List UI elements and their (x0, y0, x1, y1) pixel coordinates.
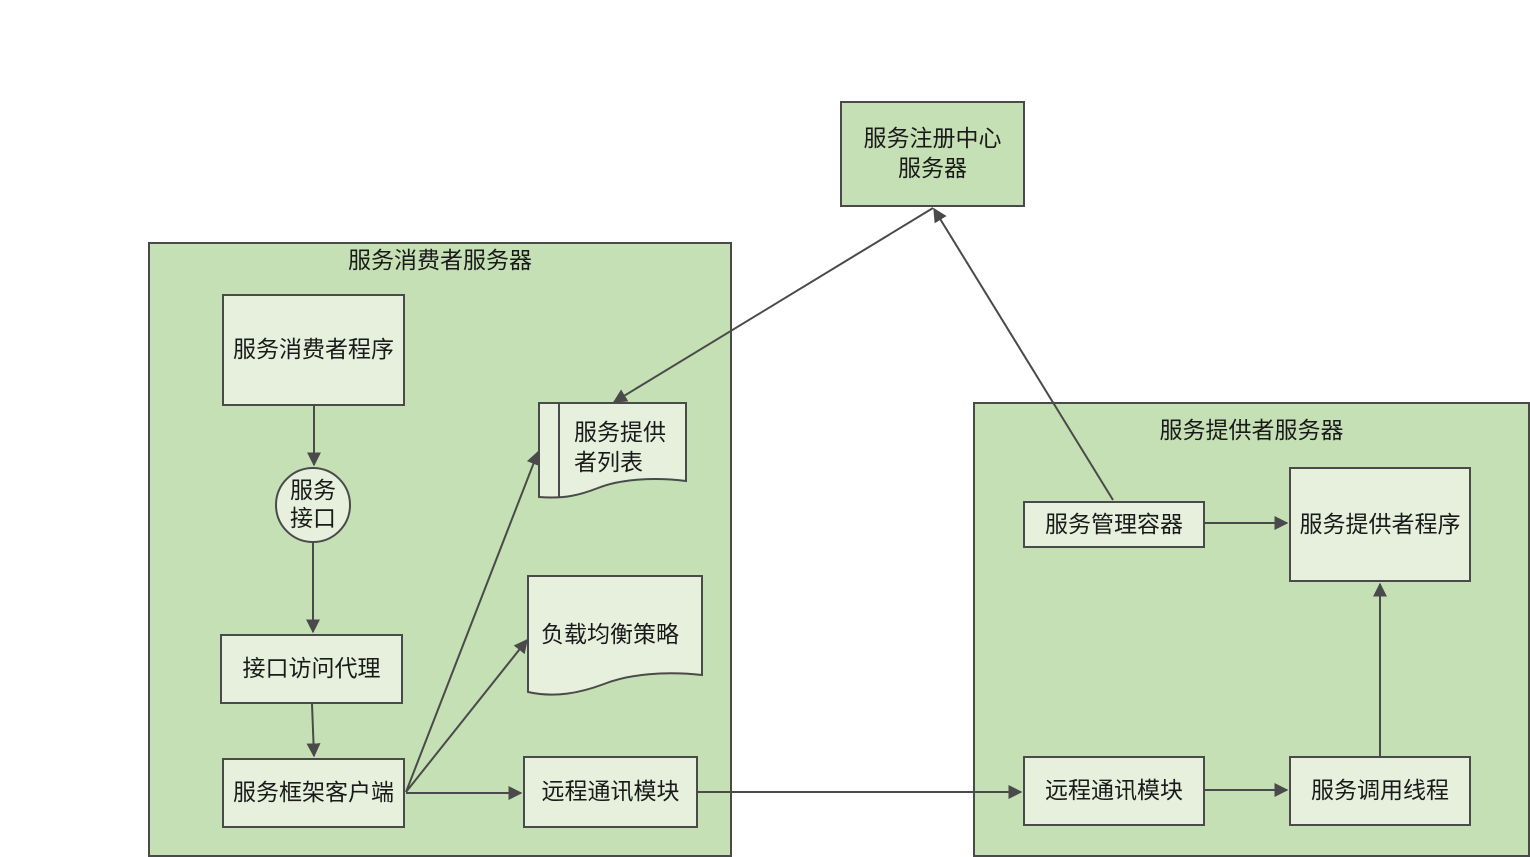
edge-client-to-provider-list (405, 450, 540, 793)
consumer-program-label: 服务消费者程序 (233, 337, 394, 363)
consumer-server-title: 服务消费者服务器 (348, 248, 532, 274)
management-container-node[interactable]: 服务管理容器 (1023, 501, 1205, 548)
service-interface-label: 服务 接口 (290, 478, 336, 532)
provider-server-title: 服务提供者服务器 (1159, 418, 1344, 444)
invoke-thread-label: 服务调用线程 (1311, 778, 1449, 804)
registry-server-label: 服务注册中心 服务器 (863, 126, 1002, 182)
provider-remote-comm-node[interactable]: 远程通讯模块 (1023, 756, 1205, 826)
edge-proxy-to-client (306, 703, 321, 758)
load-balance-shape[interactable] (527, 575, 703, 696)
invoke-thread-node[interactable]: 服务调用线程 (1289, 756, 1471, 826)
management-container-label: 服务管理容器 (1045, 511, 1183, 538)
interface-proxy-label: 接口访问代理 (242, 656, 381, 682)
provider-program-node[interactable]: 服务提供者程序 (1289, 467, 1471, 582)
load-balance-label: 负载均衡策略 (541, 622, 679, 648)
registry-server-node[interactable]: 服务注册中心 服务器 (840, 101, 1025, 207)
interface-proxy-node[interactable]: 接口访问代理 (220, 634, 403, 704)
edge-client-to-load-balance (405, 638, 528, 793)
consumer-remote-comm-node[interactable]: 远程通讯模块 (523, 756, 698, 828)
provider-remote-comm-label: 远程通讯模块 (1045, 778, 1183, 804)
framework-client-label: 服务框架客户端 (233, 780, 394, 806)
framework-client-node[interactable]: 服务框架客户端 (222, 758, 405, 828)
provider-program-label: 服务提供者程序 (1299, 511, 1461, 538)
provider-list-label: 服务提供 者列表 (574, 420, 666, 476)
consumer-program-node[interactable]: 服务消费者程序 (222, 294, 405, 406)
provider-list-shape[interactable] (538, 402, 687, 499)
consumer-remote-comm-label: 远程通讯模块 (541, 779, 680, 805)
service-interface-node[interactable]: 服务 接口 (275, 467, 351, 543)
edge-container-to-registry (933, 207, 1114, 501)
edge-registry-to-provider-list (612, 207, 934, 403)
